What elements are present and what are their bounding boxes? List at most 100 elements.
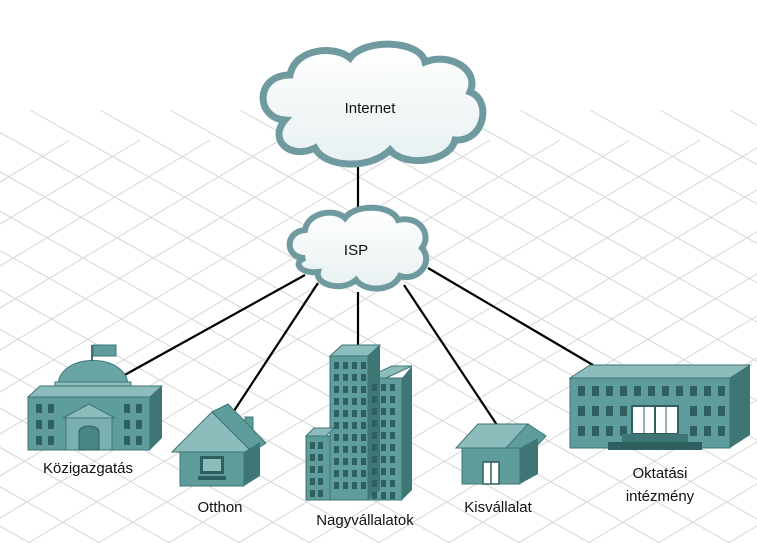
window (372, 396, 377, 403)
window (578, 406, 585, 416)
window (343, 410, 348, 417)
window (310, 490, 315, 497)
grid-line (449, 109, 757, 284)
window (381, 492, 386, 499)
link-isp-education (427, 267, 599, 369)
window (606, 406, 613, 416)
window (676, 386, 683, 396)
grid-line (727, 525, 757, 543)
window (578, 386, 585, 396)
window (343, 458, 348, 465)
grid-line (0, 139, 211, 267)
window (372, 492, 377, 499)
window (310, 442, 315, 449)
window (343, 434, 348, 441)
window (718, 426, 725, 436)
window (592, 386, 599, 396)
window (334, 434, 339, 441)
window (381, 432, 386, 439)
window (361, 422, 366, 429)
window (361, 482, 366, 489)
grid-line (587, 441, 757, 543)
window (704, 386, 711, 396)
window (390, 492, 395, 499)
window (352, 398, 357, 405)
window (690, 426, 697, 436)
window (390, 396, 395, 403)
government-label: Közigazgatás (43, 460, 133, 477)
window (361, 398, 366, 405)
small-business-label: Kisvállalat (464, 499, 532, 516)
window (343, 446, 348, 453)
internet-cloud: Internet (259, 40, 487, 168)
grid-line (0, 139, 281, 309)
grid-line (657, 483, 757, 543)
window (352, 434, 357, 441)
window (352, 374, 357, 381)
window (361, 446, 366, 453)
grid-line (377, 315, 757, 543)
grid-line (169, 109, 757, 441)
education-label-line2: intézmény (626, 488, 695, 505)
window (334, 422, 339, 429)
window (381, 456, 386, 463)
grid-line (0, 139, 141, 225)
grid-line (379, 109, 757, 323)
window (318, 490, 323, 497)
grid-line (0, 139, 631, 519)
education-building-icon: Oktatási intézmény (568, 364, 752, 505)
home-building-icon: Otthon (170, 403, 267, 516)
perspective-grid (0, 109, 757, 543)
window (381, 480, 386, 487)
window (704, 406, 711, 416)
window (381, 444, 386, 451)
window (310, 466, 315, 473)
window (343, 398, 348, 405)
window (390, 420, 395, 427)
window (662, 386, 669, 396)
window (361, 374, 366, 381)
window (352, 362, 357, 369)
grid-line (729, 109, 757, 126)
window (372, 456, 377, 463)
window (334, 386, 339, 393)
window (620, 406, 627, 416)
window (606, 386, 613, 396)
link-isp-home (227, 282, 319, 421)
grid-line (239, 109, 757, 402)
link-isp-government (111, 274, 306, 383)
window (620, 426, 627, 436)
window (390, 432, 395, 439)
window (343, 482, 348, 489)
window (381, 468, 386, 475)
window (592, 426, 599, 436)
window (361, 470, 366, 477)
grid-line (309, 109, 757, 363)
window (690, 386, 697, 396)
window (343, 362, 348, 369)
window (372, 384, 377, 391)
window (361, 434, 366, 441)
grid-line (99, 109, 757, 481)
window (381, 396, 386, 403)
window (334, 470, 339, 477)
grid-line (0, 139, 561, 477)
window (372, 480, 377, 487)
grid-line (447, 357, 757, 543)
window (718, 386, 725, 396)
window (334, 458, 339, 465)
window (390, 456, 395, 463)
window (334, 374, 339, 381)
isp-cloud: ISP (286, 204, 430, 292)
window (361, 410, 366, 417)
window (390, 468, 395, 475)
grid-line (519, 109, 757, 244)
grid-line (0, 139, 421, 393)
window (343, 386, 348, 393)
window (361, 362, 366, 369)
window (606, 426, 613, 436)
window (690, 406, 697, 416)
window (343, 470, 348, 477)
home-label: Otthon (197, 499, 242, 516)
